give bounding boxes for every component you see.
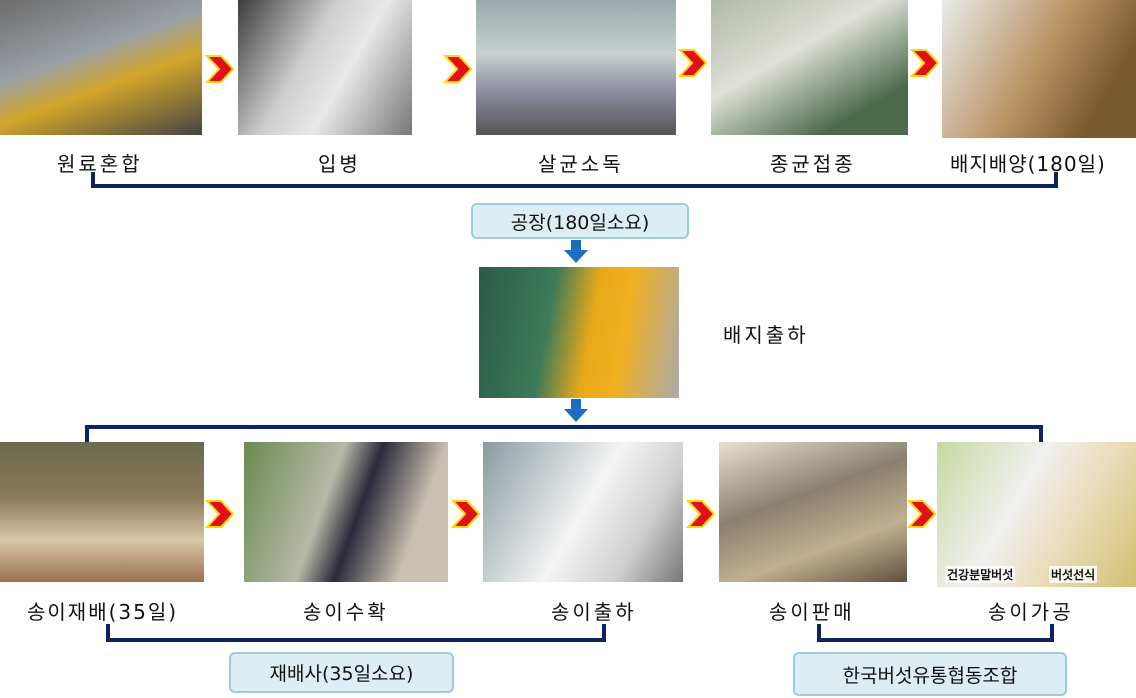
down-arrow-icon bbox=[564, 240, 588, 263]
product-label: 건강분말버섯 bbox=[945, 566, 1016, 583]
photo-sales bbox=[719, 442, 907, 582]
step-label: 배지배양(180일) bbox=[950, 152, 1106, 176]
bracket-line bbox=[91, 172, 95, 188]
photo-cultivation bbox=[0, 442, 204, 582]
bracket-line bbox=[1054, 172, 1058, 188]
coop-group-box: 한국버섯유통협동조합 bbox=[793, 652, 1067, 696]
shipment-label: 배지출하 bbox=[723, 323, 809, 347]
bracket-line bbox=[106, 638, 606, 642]
bracket-line bbox=[602, 624, 606, 642]
down-arrow-icon bbox=[564, 399, 588, 422]
chevron-right-icon bbox=[451, 500, 481, 528]
chevron-right-icon bbox=[678, 49, 708, 77]
step-label: 살균소독 bbox=[538, 152, 624, 176]
photo-harvest bbox=[244, 442, 448, 582]
bracket-line bbox=[817, 624, 821, 642]
bracket-line bbox=[106, 624, 110, 642]
step-label: 송이판매 bbox=[769, 600, 855, 624]
chevron-right-icon bbox=[205, 55, 235, 83]
step-label: 송이수확 bbox=[303, 600, 389, 624]
chevron-right-icon bbox=[443, 55, 473, 83]
farm-group-box: 재배사(35일소요) bbox=[229, 652, 454, 693]
photo-inoculation bbox=[711, 0, 908, 135]
chevron-right-icon bbox=[907, 500, 937, 528]
photo-raw-material-mixing bbox=[0, 0, 202, 135]
photo-bottling bbox=[238, 0, 412, 135]
chevron-right-icon bbox=[686, 500, 716, 528]
step-label: 송이가공 bbox=[988, 600, 1074, 624]
photo-processing: 건강분말버섯 버섯선식 bbox=[937, 442, 1136, 587]
chevron-right-icon bbox=[205, 500, 235, 528]
photo-forklift-shipment bbox=[479, 267, 679, 398]
step-label: 원료혼합 bbox=[57, 152, 143, 176]
photo-truck bbox=[483, 442, 683, 582]
photo-sterilization bbox=[476, 0, 676, 135]
bracket-line bbox=[817, 638, 1054, 642]
bracket-line bbox=[85, 425, 89, 445]
bracket-line bbox=[85, 425, 1043, 429]
bracket-line bbox=[1039, 425, 1043, 445]
product-label: 버섯선식 bbox=[1049, 566, 1098, 583]
step-label: 송이출하 bbox=[551, 600, 637, 624]
step-label: 입병 bbox=[318, 152, 361, 176]
photo-substrate-culture bbox=[942, 0, 1136, 138]
chevron-right-icon bbox=[910, 49, 940, 77]
factory-group-box: 공장(180일소요) bbox=[471, 203, 689, 239]
bracket-line bbox=[1050, 624, 1054, 642]
step-label: 송이재배(35일) bbox=[27, 600, 179, 624]
bracket-line bbox=[91, 184, 1058, 188]
step-label: 종균접종 bbox=[770, 152, 856, 176]
